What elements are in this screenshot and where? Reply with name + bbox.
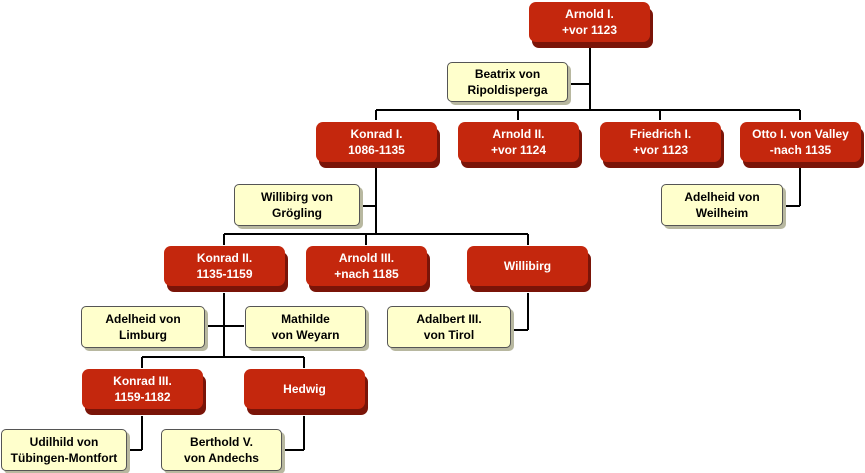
node-detail: Tübingen-Montfort [10,451,118,465]
node-name: Willibirg [503,259,552,273]
node-dates: +vor 1123 [561,23,618,37]
node-detail: Ripoldisperga [467,83,548,97]
node-dates: -nach 1135 [769,143,832,157]
node-name: Friedrich I. [629,127,692,141]
node-adalbert-3-von-tirol: Adalbert III. von Tirol [387,306,511,348]
node-otto-1-von-valley: Otto I. von Valley -nach 1135 [740,122,861,162]
node-detail: Weilheim [695,206,749,220]
node-name: Mathilde [281,312,330,326]
node-konrad-2: Konrad II. 1135-1159 [164,246,285,286]
node-willibirg: Willibirg [467,246,588,286]
node-arnold-1: Arnold I. +vor 1123 [529,2,650,42]
node-name: Arnold II. [492,127,545,141]
node-detail: von Andechs [184,451,259,465]
node-name: Arnold I. [565,7,614,21]
node-detail: von Weyarn [271,328,340,342]
node-detail: Grögling [271,206,322,220]
node-mathilde-von-weyarn: Mathilde von Weyarn [245,306,366,348]
node-detail: von Tirol [423,328,475,342]
node-dates: +nach 1185 [334,267,399,281]
node-hedwig: Hedwig [244,369,365,409]
node-name: Konrad I. [350,127,403,141]
node-name: Hedwig [283,382,326,396]
node-name: Arnold III. [338,251,395,265]
node-dates: +vor 1123 [632,143,689,157]
node-dates: 1159-1182 [114,390,171,404]
node-dates: +vor 1124 [490,143,547,157]
node-berthold-5-von-andechs: Berthold V. von Andechs [161,429,282,471]
node-konrad-3: Konrad III. 1159-1182 [82,369,203,409]
node-name: Konrad II. [196,251,253,265]
node-arnold-3: Arnold III. +nach 1185 [306,246,427,286]
node-name: Adalbert III. [416,312,482,326]
node-name: Adelheid von [684,190,760,204]
node-name: Adelheid von [105,312,181,326]
node-name: Otto I. von Valley [752,127,849,141]
node-name: Beatrix von [474,67,541,81]
node-detail: Limburg [119,328,167,342]
node-konrad-1: Konrad I. 1086-1135 [316,122,437,162]
node-arnold-2: Arnold II. +vor 1124 [458,122,579,162]
node-dates: 1086-1135 [348,143,405,157]
node-name: Berthold V. [190,435,253,449]
node-friedrich-1: Friedrich I. +vor 1123 [600,122,721,162]
node-name: Willibirg von [261,190,333,204]
node-dates: 1135-1159 [196,267,253,281]
node-name: Udilhild von [29,435,99,449]
node-name: Konrad III. [113,374,172,388]
